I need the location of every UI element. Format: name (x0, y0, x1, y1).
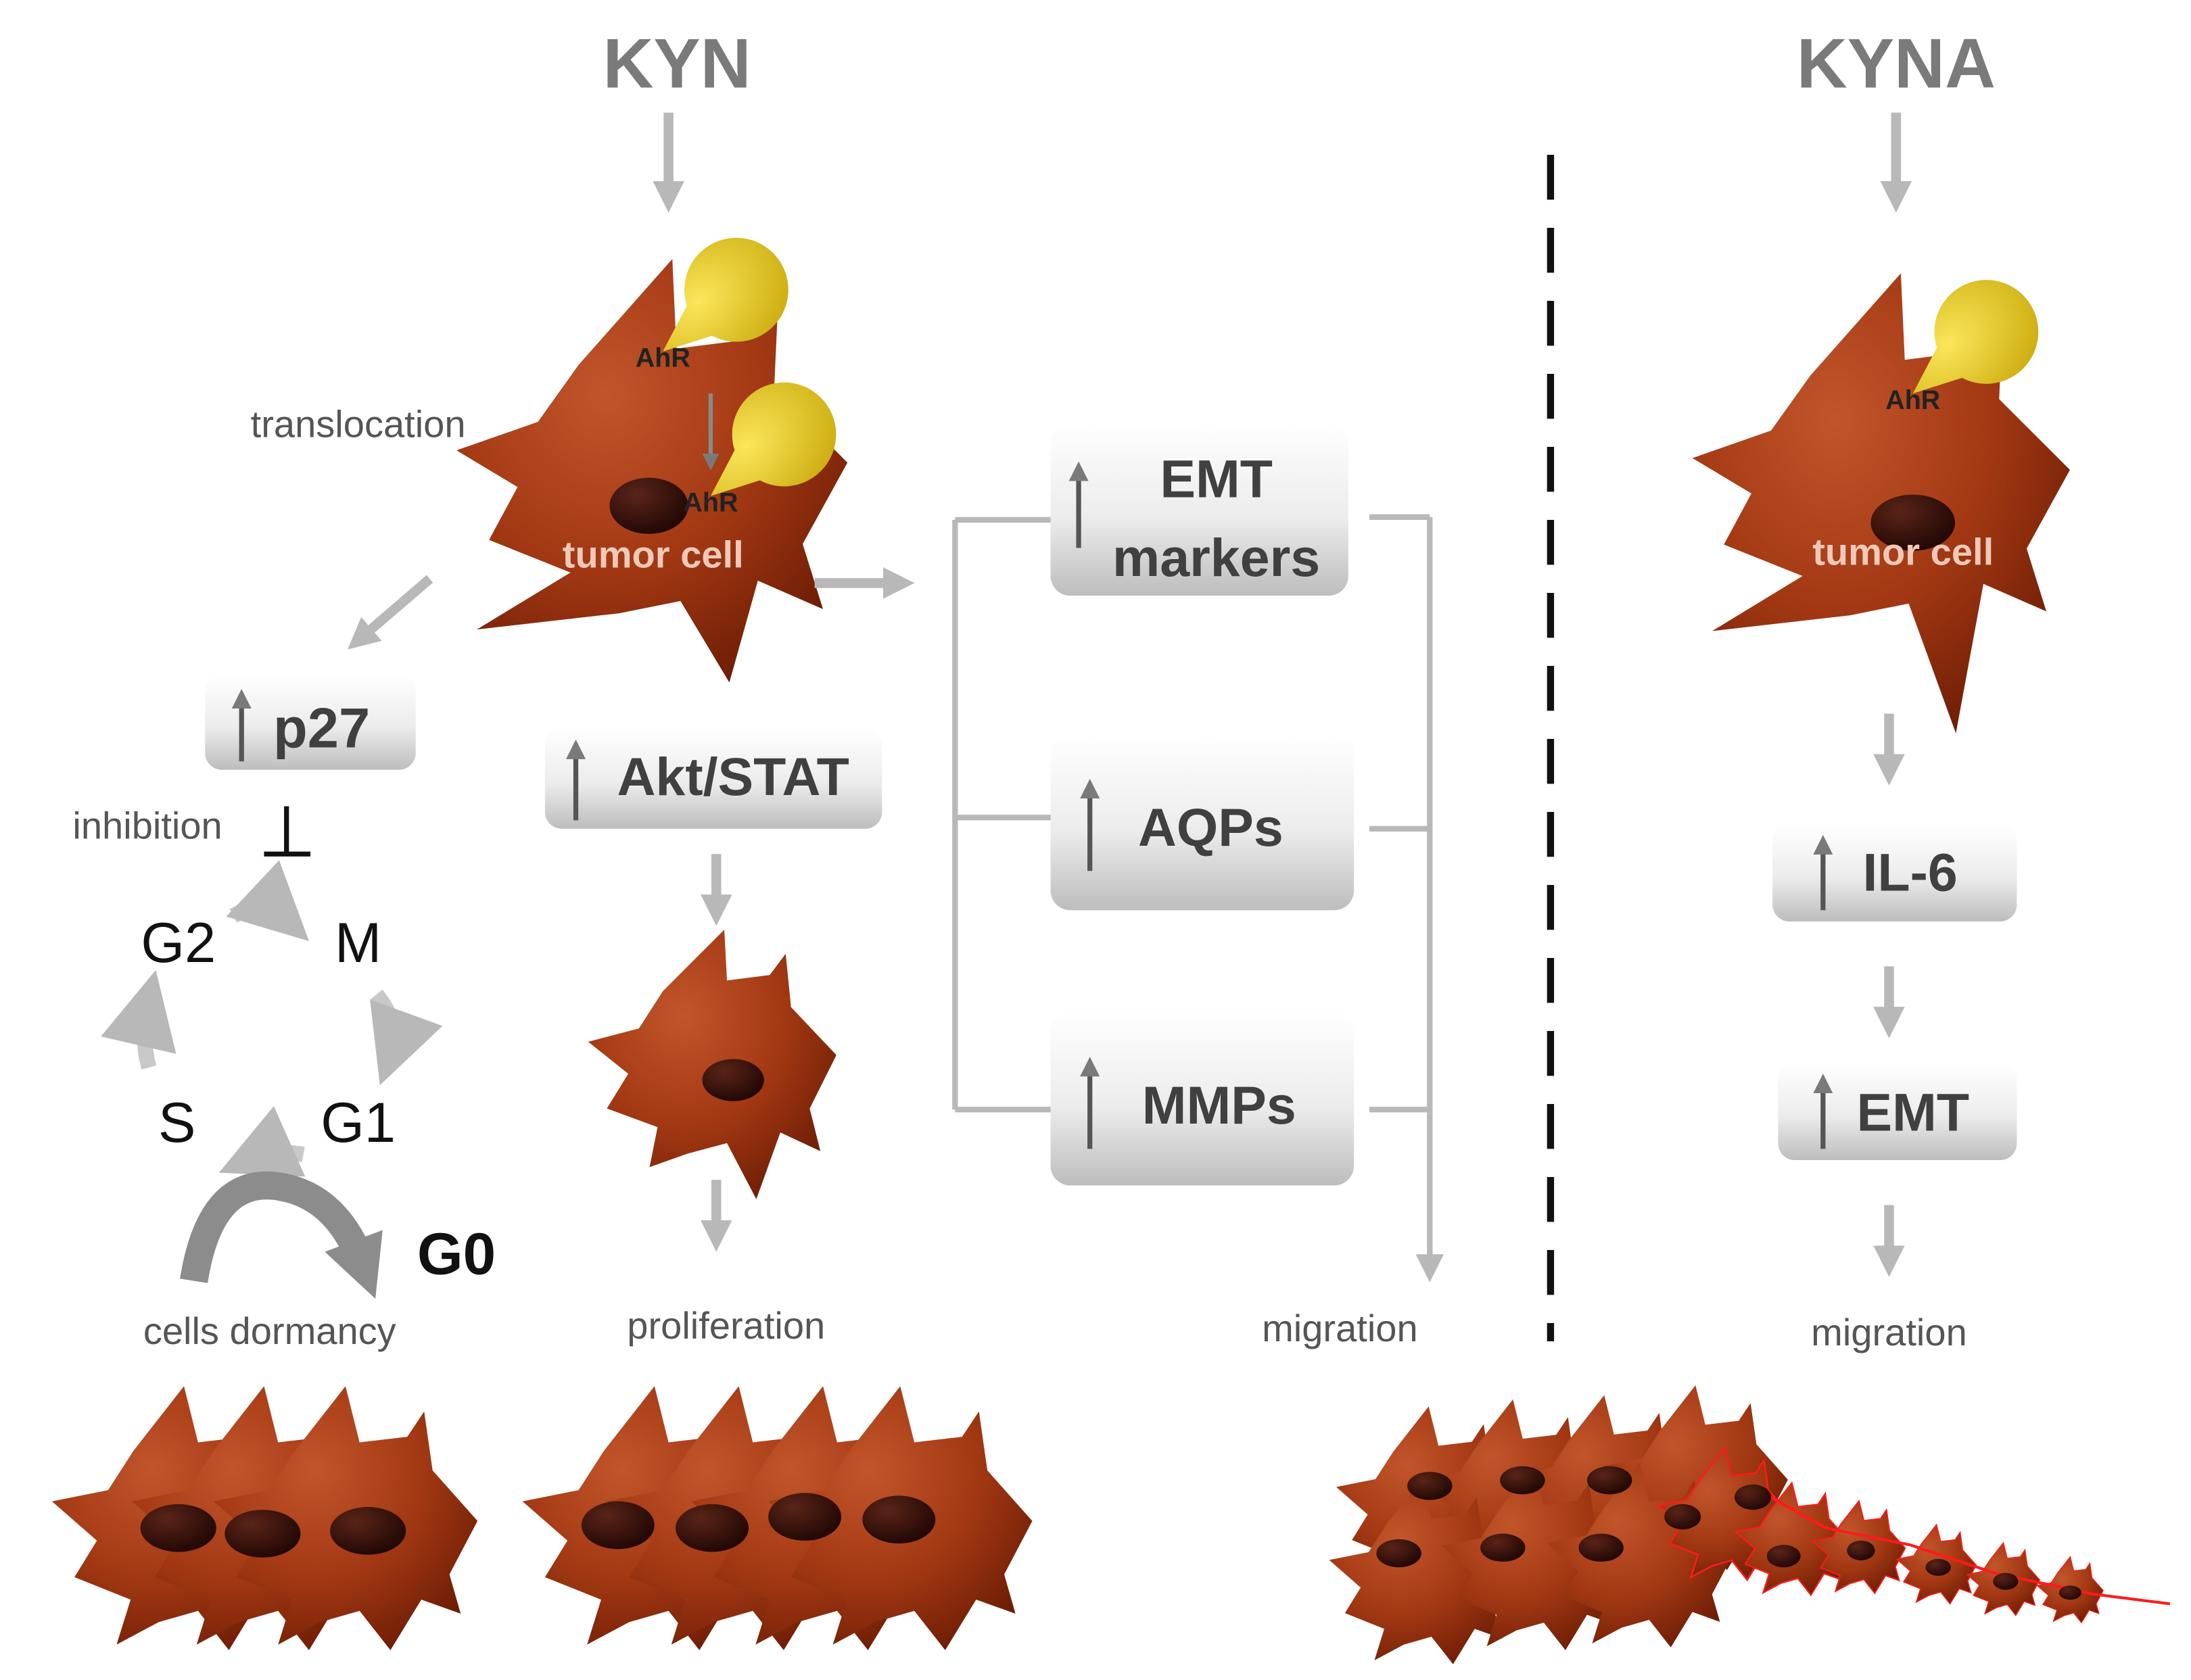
dormancy-curved-arrow (180, 1171, 383, 1299)
inhibition-label: inhibition (72, 804, 222, 846)
ahr-receptor-icon (1912, 280, 2039, 394)
phase-s: S (158, 1091, 195, 1154)
p27-box: p27 (205, 674, 416, 770)
migration-label-kyna: migration (1811, 1311, 1967, 1353)
phase-g1: G1 (321, 1091, 396, 1154)
phase-m: M (335, 911, 381, 974)
dormancy-label: cells dormancy (143, 1310, 396, 1352)
nucleus-icon (1870, 494, 1956, 551)
cycle-arrows (101, 860, 443, 1177)
p27-label: p27 (273, 696, 370, 759)
aqps-label: AQPs (1138, 798, 1283, 857)
akt-stat-box: Akt/STAT (544, 727, 882, 829)
inhibition-bar-icon (264, 806, 311, 857)
ahr-label-top: AhR (636, 343, 690, 373)
akt-stat-label: Akt/STAT (617, 747, 849, 807)
emt-label: EMT (1856, 1082, 1969, 1142)
tumor-cell-label-kyn: tumor cell (563, 533, 744, 576)
tumor-cell-kyna (1692, 273, 2070, 734)
emt-markers-label-2: markers (1112, 528, 1320, 587)
arrow-to-p27 (348, 575, 433, 650)
ahr-label-nuclear: AhR (683, 487, 738, 517)
kyn-title: KYN (603, 24, 751, 103)
mmps-box: MMPs (1050, 1011, 1354, 1186)
nucleus-icon (609, 477, 688, 534)
migration-label-kyn: migration (1262, 1307, 1418, 1349)
mmps-label: MMPs (1142, 1076, 1296, 1135)
emt-box: EMT (1778, 1061, 2017, 1161)
dividing-cell (588, 930, 837, 1199)
emt-markers-box: EMT markers (1050, 421, 1348, 596)
il6-box: IL-6 (1772, 823, 2017, 921)
nucleus-icon (702, 1059, 764, 1101)
phase-g0: G0 (417, 1221, 496, 1287)
tumor-cell-kyn (456, 259, 848, 683)
migration-trail (1755, 1487, 2171, 1606)
tumor-cell-label-kyna: tumor cell (1812, 530, 1994, 573)
dormant-cells-group (51, 1386, 478, 1650)
kyna-title: KYNA (1797, 24, 1996, 103)
ahr-receptor-nuclear-icon (710, 382, 837, 496)
ahr-receptor-icon (663, 237, 788, 352)
migrating-cells-group (1329, 1385, 2171, 1664)
emt-markers-label-1: EMT (1160, 450, 1273, 509)
phase-g2: G2 (141, 911, 216, 974)
proliferation-label: proliferation (627, 1304, 825, 1347)
emt-bracket (952, 514, 1444, 1282)
aqps-box: AQPs (1050, 733, 1354, 911)
proliferating-cells-group (522, 1386, 1033, 1650)
il6-label: IL-6 (1862, 842, 1957, 902)
ahr-label-kyna: AhR (1885, 385, 1940, 415)
translocation-label: translocation (251, 402, 466, 445)
